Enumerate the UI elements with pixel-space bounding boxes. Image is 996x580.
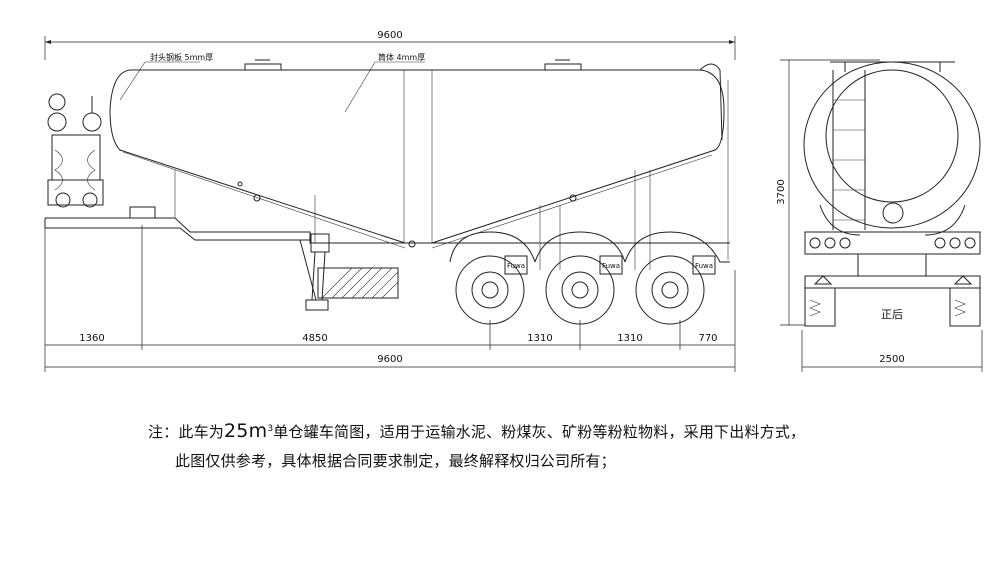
brand-badge-3: Fuwa [695,262,713,270]
rear-wheels [804,287,981,327]
rear-equipment [47,93,104,208]
dim-seg-4: 1310 [617,333,642,344]
dim-top-total: 9600 [377,30,402,41]
dim-seg-1: 1360 [79,333,104,344]
ladder [832,70,866,230]
height-dimension: 3700 [776,59,880,326]
top-rail [830,61,955,72]
note-volume-sup: 3 [267,424,274,434]
dim-seg-2: 4850 [302,333,327,344]
dim-height: 3700 [776,179,787,204]
side-view: 9600 封头钢板 5mm厚 筒体 4mm厚 [44,30,736,372]
tank-body [109,59,729,260]
segment-dimensions: 1360 4850 1310 1310 770 9600 [44,225,736,372]
note-line-1-rest: 单仓罐车简图，适用于运输水泥、粉煤灰、矿粉等粉粒物料，采用下出料方式， [273,423,806,441]
note-volume-unit: m [248,420,268,442]
wheels: Fuwa Fuwa Fuwa [449,231,730,325]
rear-bumper [804,231,981,289]
note-line-2: 此图仅供参考，具体根据合同要求制定，最终解释权归公司所有； [175,452,616,470]
wheel-3 [635,255,705,325]
dim-width: 2500 [879,354,904,365]
plate-shell-label: 筒体 4mm厚 [378,52,425,62]
note-volume-num: 25 [224,420,249,442]
top-total-dimension: 9600 [44,30,736,60]
note-prefix: 注：此车为 [148,423,225,441]
rear-view: 3700 [776,59,983,372]
rear-view-label: 正后 [881,308,903,321]
toolbox [317,267,399,299]
rear-tank-end-cap [825,69,959,203]
landing-gear [299,233,330,311]
plate-callouts: 封头钢板 5mm厚 筒体 4mm厚 [119,52,425,113]
discharge-port [882,202,904,224]
chassis-frame [44,170,730,270]
dim-bottom-total: 9600 [377,354,402,365]
brand-badge-1: Fuwa [507,262,525,270]
note-line-1: 注：此车为25m3单仓罐车简图，适用于运输水泥、粉煤灰、矿粉等粉粒物料，采用下出… [148,420,805,442]
brand-badge-2: Fuwa [602,262,620,270]
width-dimension: 2500 [801,330,983,372]
dim-seg-5: 770 [698,333,717,344]
plate-end-label: 封头钢板 5mm厚 [150,52,213,62]
discharge-pipes [819,204,966,236]
dim-seg-3: 1310 [527,333,552,344]
